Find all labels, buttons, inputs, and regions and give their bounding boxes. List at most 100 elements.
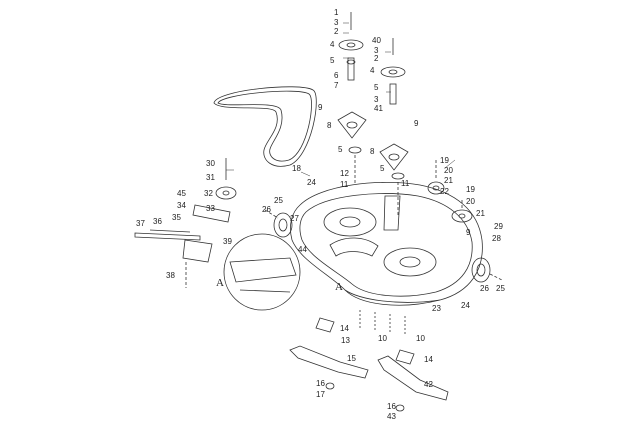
callout-3: 3 xyxy=(334,18,339,27)
idler-pulley-left xyxy=(215,186,237,200)
belt-outer xyxy=(213,86,317,167)
callout-2b: 2 xyxy=(374,54,379,63)
callout-7: 7 xyxy=(334,81,339,90)
callout-28: 28 xyxy=(492,234,501,243)
callout-44: 44 xyxy=(298,245,307,254)
callout-35: 35 xyxy=(172,213,181,222)
callout-33: 33 xyxy=(206,204,215,213)
spindle-housing-left xyxy=(337,111,367,139)
deck-rim xyxy=(299,193,473,297)
chute-opening xyxy=(329,237,379,257)
adjust-rod xyxy=(134,232,201,241)
callout-16: 16 xyxy=(316,379,325,388)
bearing-right-lower xyxy=(391,172,405,180)
callout-39: 39 xyxy=(223,237,232,246)
spindle-well-right-inner xyxy=(399,256,421,268)
callout-6: 6 xyxy=(334,71,339,80)
bearing-left xyxy=(346,59,356,65)
detail-marker-a-deck: A xyxy=(335,281,343,293)
callout-4: 4 xyxy=(330,40,335,49)
callout-27: 27 xyxy=(290,214,299,223)
callout-41: 41 xyxy=(374,104,383,113)
callout-4b: 4 xyxy=(370,66,375,75)
callout-5d: 5 xyxy=(380,164,385,173)
callout-29: 29 xyxy=(494,222,503,231)
callout-19: 19 xyxy=(440,156,449,165)
pulley-right-top xyxy=(380,66,406,78)
deck-outline xyxy=(290,181,483,306)
spindle-housing-right xyxy=(379,143,409,171)
callout-9b: 9 xyxy=(414,119,419,128)
callout-9c: 9 xyxy=(466,228,471,237)
callout-19b: 19 xyxy=(466,185,475,194)
callout-5b: 5 xyxy=(338,145,343,154)
deck-skirt xyxy=(344,289,441,303)
callout-20: 20 xyxy=(444,166,453,175)
callout-26b: 26 xyxy=(480,284,489,293)
bracket-left xyxy=(182,239,213,263)
bearing-left-lower xyxy=(348,146,362,154)
blades xyxy=(289,345,449,412)
callout-23: 23 xyxy=(432,304,441,313)
callout-22: 22 xyxy=(440,187,449,196)
pulley-left-top xyxy=(338,39,364,51)
blade-adapter-left xyxy=(315,317,335,333)
callout-32: 32 xyxy=(204,189,213,198)
idler-pulley-lower xyxy=(451,209,473,223)
callout-15: 15 xyxy=(347,354,356,363)
callout-18: 18 xyxy=(292,164,301,173)
gauge-wheels xyxy=(264,209,503,283)
deck-baffle xyxy=(383,195,401,231)
blade-left xyxy=(289,345,369,379)
detail-marker-a-left: A xyxy=(216,277,224,289)
callout-20b: 20 xyxy=(466,197,475,206)
callout-13: 13 xyxy=(341,336,350,345)
callout-43: 43 xyxy=(387,412,396,421)
spindle-assembly-left xyxy=(337,12,367,185)
callout-24: 24 xyxy=(307,178,316,187)
gauge-wheel-left xyxy=(273,212,293,238)
detail-a xyxy=(223,233,301,311)
spindle-well-right xyxy=(383,247,437,277)
callout-30: 30 xyxy=(206,159,215,168)
blade-hardware xyxy=(315,310,415,365)
callout-12: 12 xyxy=(340,169,349,178)
idler-pulley-upper xyxy=(427,181,445,195)
callout-3c: 3 xyxy=(374,95,379,104)
callout-31: 31 xyxy=(206,173,215,182)
callout-16b: 16 xyxy=(387,402,396,411)
callout-24b: 24 xyxy=(461,301,470,310)
callout-21: 21 xyxy=(444,176,453,185)
spindle-assembly-right xyxy=(379,38,409,215)
callout-13b: 10 xyxy=(416,334,425,343)
idler-pulleys-right xyxy=(427,160,473,223)
belt-inner xyxy=(217,90,312,162)
callout-8b: 8 xyxy=(370,147,375,156)
gauge-wheel-right xyxy=(471,257,491,283)
callout-42: 42 xyxy=(424,380,433,389)
callout-9: 9 xyxy=(318,103,323,112)
spindle-well-left xyxy=(323,207,377,237)
callout-3b: 3 xyxy=(374,46,379,55)
leader-lines xyxy=(226,22,456,177)
detail-a-circle xyxy=(223,233,301,311)
callout-36: 36 xyxy=(153,217,162,226)
callout-34: 34 xyxy=(177,201,186,210)
callout-5c: 5 xyxy=(374,83,379,92)
callout-45: 45 xyxy=(177,189,186,198)
mower-deck xyxy=(290,181,483,306)
callout-2: 2 xyxy=(334,27,339,36)
idler-assembly-left xyxy=(134,158,237,288)
callout-1: 1 xyxy=(334,8,339,17)
idler-arm xyxy=(192,204,231,223)
callout-11b: 11 xyxy=(401,179,410,188)
callout-5: 5 xyxy=(330,56,335,65)
callout-14b: 14 xyxy=(424,355,433,364)
callout-21b: 21 xyxy=(476,209,485,218)
drive-belt xyxy=(213,86,317,167)
callout-26: 26 xyxy=(262,205,271,214)
callout-38: 38 xyxy=(166,271,175,280)
callout-10: 10 xyxy=(378,334,387,343)
